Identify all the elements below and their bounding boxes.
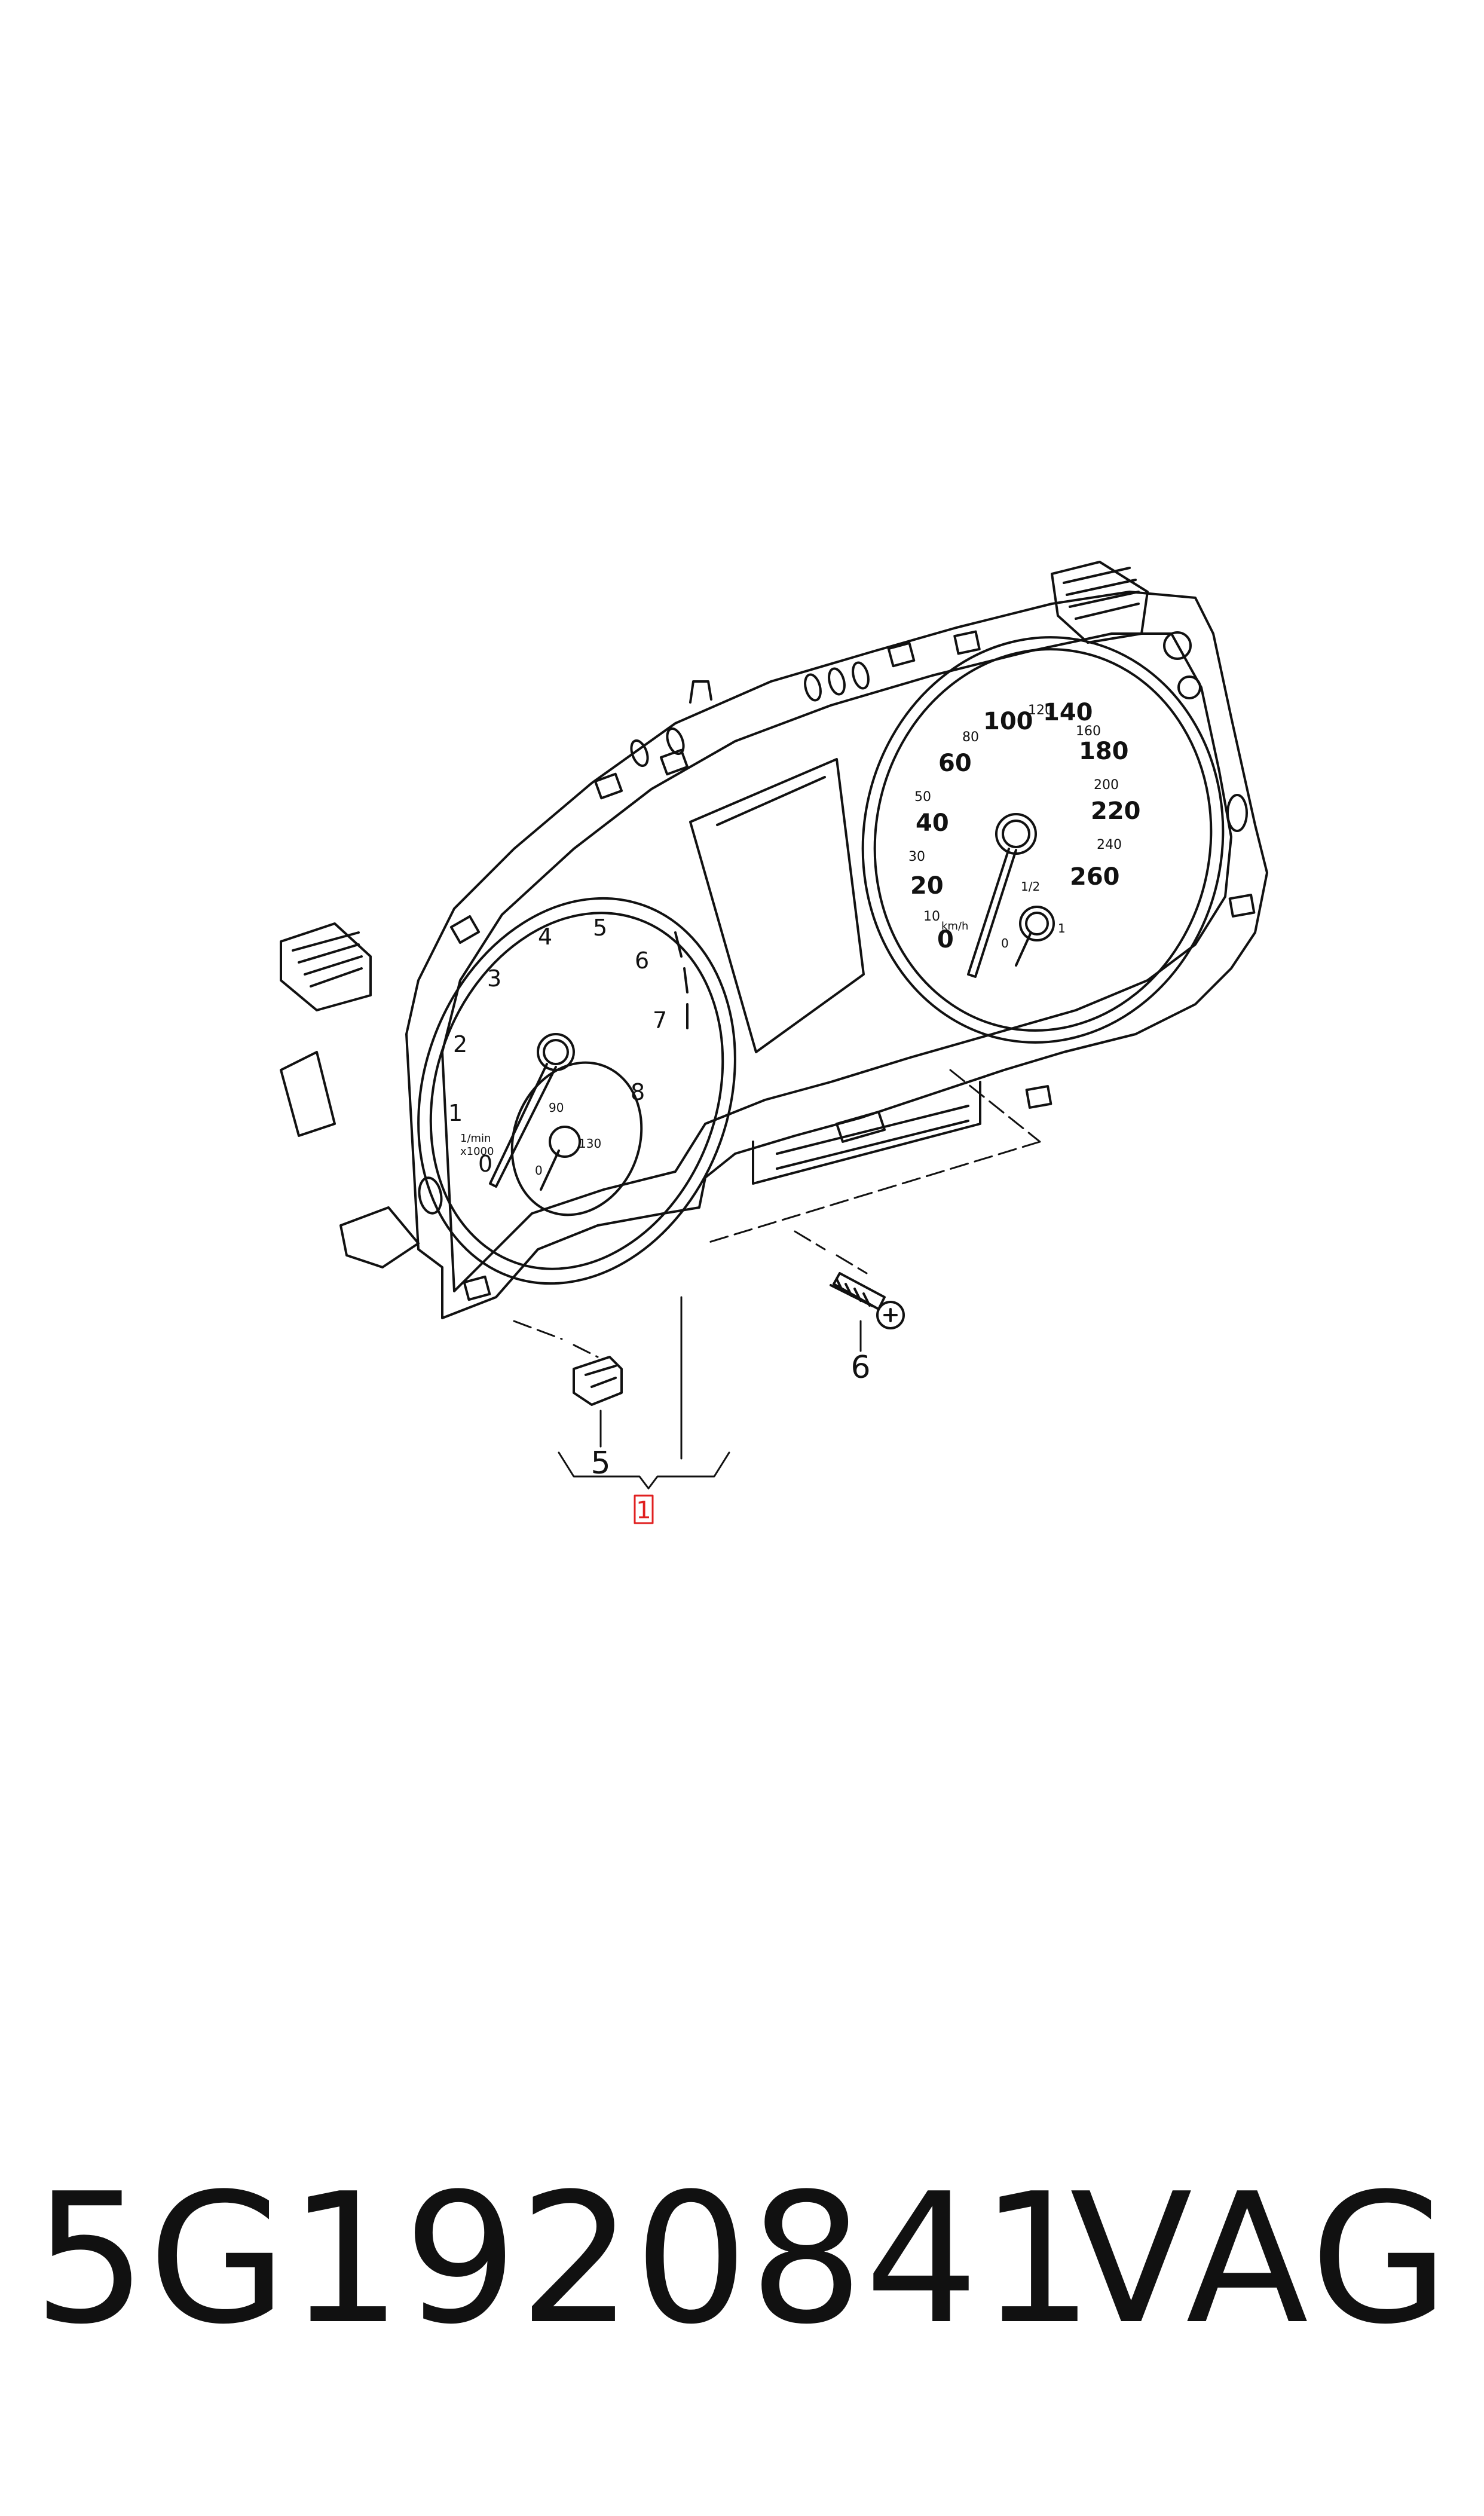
tach-tick-label: 3 (487, 965, 501, 992)
callout-6-label: 6 (850, 1350, 870, 1386)
tach-tick-label: 2 (453, 1031, 467, 1057)
speed-minor-label: 200 (1094, 778, 1119, 793)
tach-sub-label: 0 (535, 1163, 543, 1178)
speed-sub-label: 1 (1058, 921, 1066, 936)
speedometer-minor-labels: 10 30 50 80 120 160 200 240 km/h 0 1/2 1 (908, 703, 1122, 950)
speed-tick-label: 260 (1070, 863, 1120, 891)
speed-sub-label: 0 (1001, 936, 1009, 950)
tachometer-labels: 0 1 2 3 4 5 6 7 8 1/min x1000 0 90 130 (448, 915, 667, 1178)
speed-tick-label: 220 (1091, 797, 1141, 825)
tach-unit-label: 1/min (460, 1132, 491, 1145)
speed-tick-label: 100 (983, 708, 1033, 735)
speed-minor-label: 50 (914, 790, 931, 805)
speed-minor-label: 80 (962, 730, 979, 745)
speedometer-labels: 0 20 40 60 100 140 180 220 260 (910, 699, 1141, 953)
tach-tick-label: 6 (635, 947, 649, 974)
tach-sub-label: 130 (579, 1136, 601, 1151)
screw-part (830, 1272, 905, 1329)
callout-5-label: 5 (590, 1445, 610, 1481)
exploded-parts-diagram: 1 5 6 0 1 2 3 4 5 6 7 8 1/min x1000 0 90… (280, 561, 1268, 1524)
tach-tick-label: 1 (448, 1100, 463, 1126)
part-number: 5G1920841 (33, 2155, 1096, 2364)
tach-tick-label: 4 (538, 924, 552, 950)
speed-unit-label: km/h (941, 920, 968, 933)
speed-tick-label: 180 (1079, 738, 1129, 765)
speed-tick-label: 20 (910, 872, 944, 900)
tach-tick-label: 5 (593, 915, 607, 941)
tach-tick-label: 0 (478, 1151, 492, 1177)
callout-1-highlight-box (634, 1494, 654, 1524)
speed-minor-label: 10 (923, 909, 940, 924)
speed-minor-label: 160 (1076, 724, 1101, 739)
speed-tick-label: 0 (937, 926, 954, 953)
tachometer-dial (417, 897, 736, 1285)
tach-unit-label: x1000 (460, 1145, 494, 1158)
speed-tick-label: 140 (1043, 699, 1093, 726)
clip-part (573, 1356, 623, 1406)
speed-minor-label: 120 (1028, 703, 1053, 718)
leader-lines (513, 1069, 1041, 1490)
footer: 5G1920841 VAG (0, 2140, 1484, 2379)
center-display (689, 758, 865, 1053)
speed-sub-label: 1/2 (1021, 879, 1040, 894)
instrument-cluster-housing (280, 561, 1268, 1319)
tach-sub-label: 90 (549, 1100, 564, 1115)
callout-1-label: 1 (636, 1497, 651, 1524)
speed-tick-label: 60 (938, 750, 972, 777)
speedometer-dial (861, 636, 1225, 1044)
speed-tick-label: 40 (916, 809, 949, 837)
brand-name: VAG (1070, 2155, 1454, 2364)
tach-tick-label: 8 (631, 1079, 645, 1105)
speed-minor-label: 30 (908, 849, 925, 864)
speed-minor-label: 240 (1097, 837, 1122, 852)
tach-tick-label: 7 (653, 1007, 667, 1034)
